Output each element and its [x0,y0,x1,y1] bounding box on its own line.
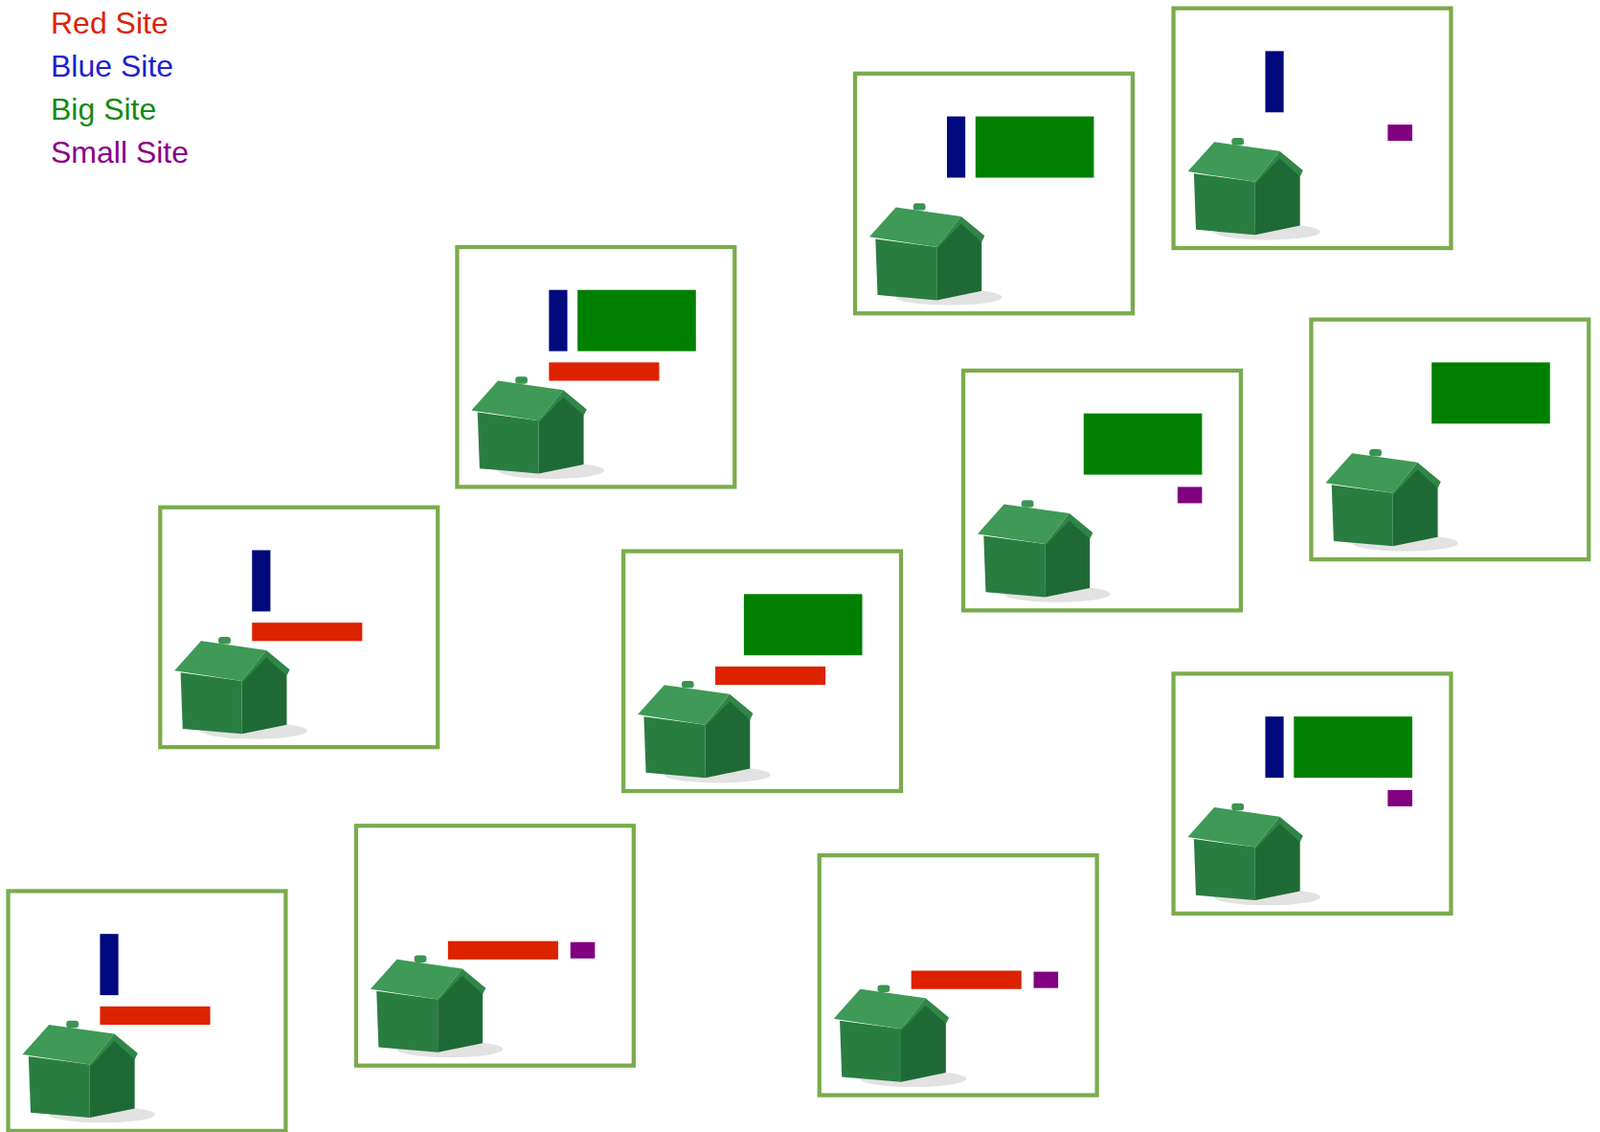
red-site-bar [911,970,1022,990]
red-site-bar [715,666,826,685]
legend-entry: Small Site [50,131,189,175]
house-icon [22,1020,156,1124]
plot-border [623,551,902,791]
big-site-bar [1293,716,1413,778]
legend-entry: Red Site [50,1,189,46]
plot-border [963,370,1241,610]
plot-border [819,855,1098,1095]
site-plot [456,247,735,487]
site-plot [159,507,438,747]
house-icon [1187,137,1321,241]
house-icon [174,636,308,740]
site-plot [819,855,1098,1095]
red-site-bar [548,361,659,381]
site-plot [356,825,634,1065]
blue-site-bar [99,933,118,995]
house-icon [833,984,968,1087]
small-site-bar [570,942,596,959]
house-icon [370,955,504,1059]
plot-border [1173,673,1452,913]
site-plot [623,551,902,791]
blue-site-bar [1264,50,1284,113]
site-plot [963,370,1241,610]
small-site-bar [1177,486,1203,503]
site-plot [855,73,1133,314]
site-plot [1173,673,1452,913]
plot-border [1173,8,1452,248]
blue-site-bar [251,549,271,611]
site-plot [8,890,287,1130]
legend-entry: Blue Site [50,45,189,89]
legend-label: Blue Site [50,48,174,84]
small-site-bar [1034,971,1060,989]
red-site-bar [99,1006,210,1025]
red-site-bar [448,941,559,960]
house-icon [471,376,605,479]
legend-entry: Big Site [50,88,189,132]
legend-label: Red Site [50,5,169,41]
blue-site-bar [1264,716,1284,778]
house-icon [637,680,771,784]
plot-border [8,890,287,1130]
small-site-bar [1387,124,1413,141]
house-icon [1187,803,1321,906]
house-icon [1325,449,1459,552]
site-plot [1310,319,1589,560]
house-icon [977,499,1111,603]
plot-border [1310,319,1589,560]
site-plot [1173,8,1452,248]
plot-border [356,825,634,1065]
red-site-bar [251,622,362,641]
big-site-bar [743,593,863,655]
big-site-bar [975,116,1095,179]
big-site-bar [1083,413,1203,475]
plot-border [456,247,735,487]
legend: Red SiteBlue SiteBig SiteSmall Site [50,1,189,175]
blue-site-bar [946,116,966,179]
blue-site-bar [548,290,567,352]
house-icon [869,202,1003,306]
legend-label: Big Site [50,91,157,127]
big-site-bar [577,290,697,352]
plot-border [159,507,438,747]
legend-label: Small Site [50,135,189,170]
plot-border [855,73,1133,314]
big-site-bar [1431,361,1551,424]
small-site-bar [1387,789,1413,807]
